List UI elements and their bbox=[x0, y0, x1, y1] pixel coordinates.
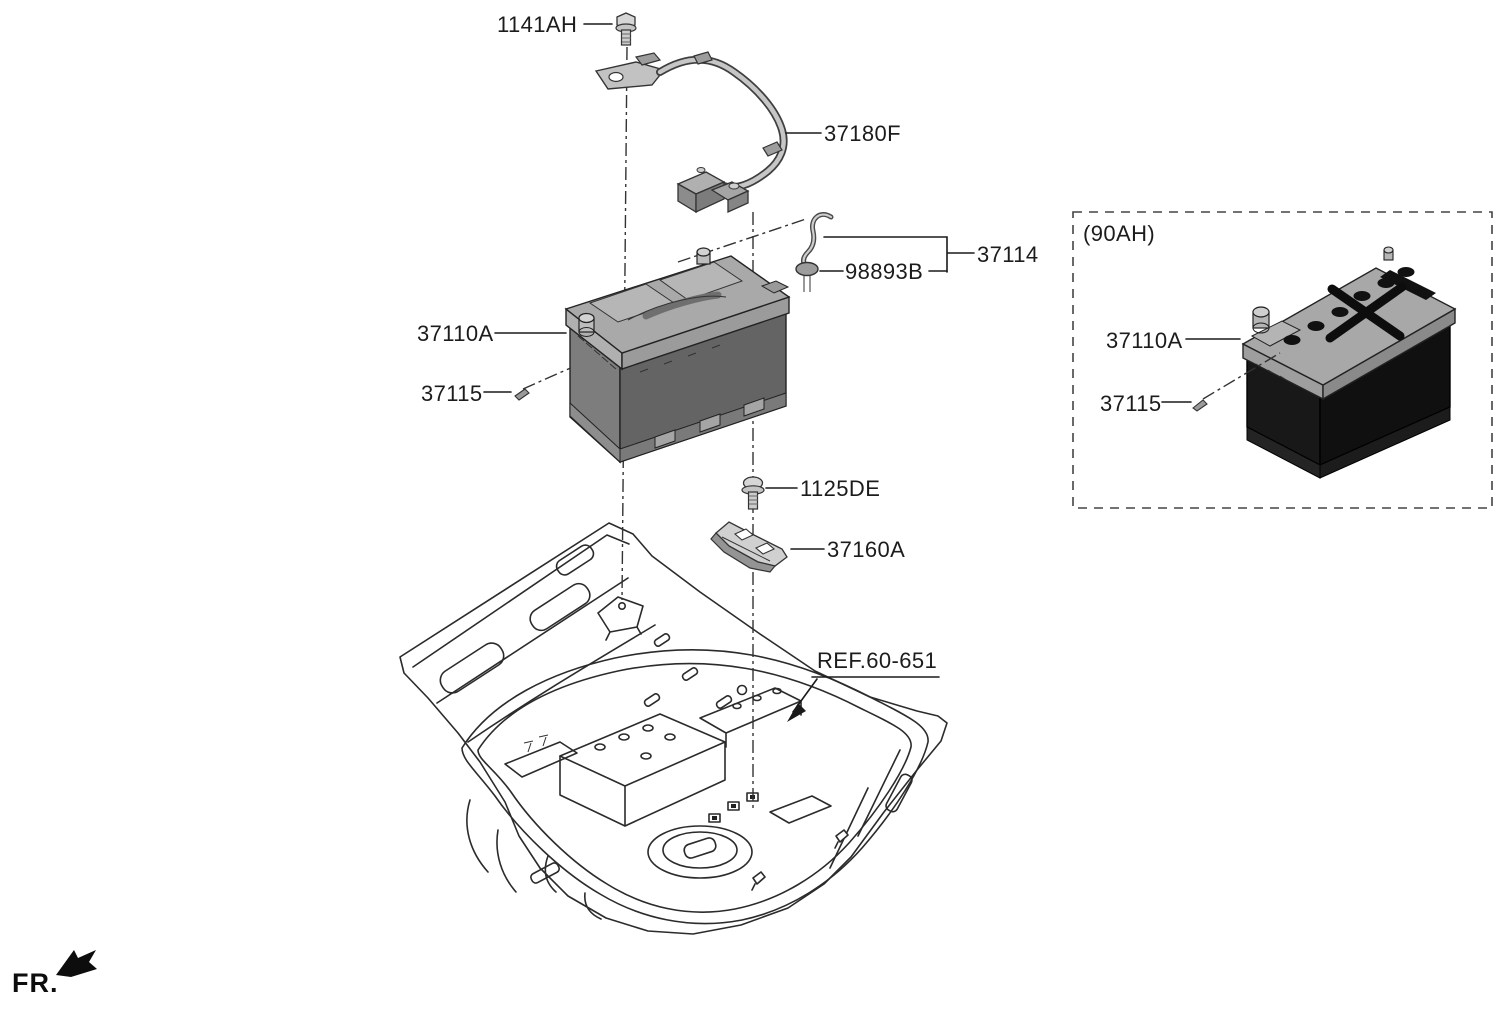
grommet-drawing bbox=[795, 261, 819, 277]
battery-drawing bbox=[564, 247, 791, 464]
part-label-37160a: 37160A bbox=[827, 537, 906, 562]
inset-label-37115: 37115 bbox=[1100, 391, 1162, 416]
part-label-1141ah: 1141AH bbox=[497, 12, 578, 37]
leader-lines bbox=[483, 23, 975, 550]
cable-terminal-clamp-drawing bbox=[676, 167, 750, 214]
inset-title-90ah: (90AH) bbox=[1083, 221, 1156, 246]
vent-screw-drawing bbox=[514, 388, 530, 401]
spare-tire-recess-drawing bbox=[647, 795, 832, 879]
bolt-1141ah-drawing bbox=[615, 12, 637, 46]
part-label-37114: 37114 bbox=[977, 242, 1039, 267]
inset-battery-drawing bbox=[1241, 246, 1457, 479]
bolt-1125de-drawing bbox=[741, 476, 765, 510]
part-label-37115-main: 37115 bbox=[421, 381, 483, 406]
battery-cable-drawing bbox=[594, 51, 788, 214]
inset-label-37110a: 37110A bbox=[1106, 328, 1183, 353]
sensor-wire-drawing bbox=[795, 212, 834, 292]
ground-bracket-drawing bbox=[597, 596, 644, 641]
inset-variant-box bbox=[1072, 211, 1493, 509]
ref-label-60-651: REF.60-651 bbox=[817, 648, 938, 673]
ref-callout-leader bbox=[787, 676, 940, 722]
part-label-37180f: 37180F bbox=[824, 121, 902, 146]
front-direction-arrow-icon bbox=[56, 950, 97, 977]
trunk-floor-pan-drawing bbox=[399, 522, 948, 935]
front-direction-label: FR. bbox=[12, 968, 59, 998]
clamp-bracket-drawing bbox=[710, 521, 788, 573]
inset-vent-screw-drawing bbox=[1192, 399, 1208, 412]
part-label-37110a-main: 37110A bbox=[417, 321, 494, 346]
part-label-98893b: 98893B bbox=[845, 259, 924, 284]
part-label-1125de: 1125DE bbox=[800, 476, 881, 501]
